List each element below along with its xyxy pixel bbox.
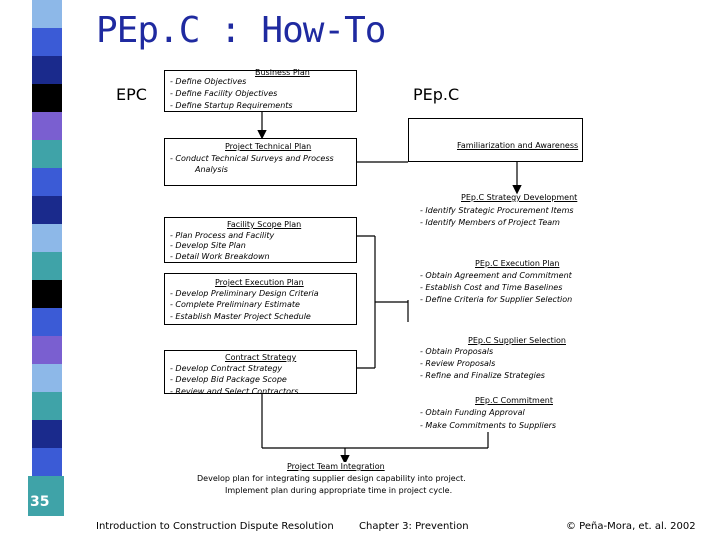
project-execution-plan-title: Project Execution Plan: [215, 278, 304, 287]
supplier-selection-title: PEp.C Supplier Selection: [468, 336, 566, 345]
strip-square: [32, 308, 62, 336]
strip-square: [32, 112, 62, 140]
project-execution-plan-line: - Develop Preliminary Design Criteria: [170, 289, 319, 298]
business-plan-line: - Define Objectives: [170, 77, 247, 86]
project-technical-plan-line: - Conduct Technical Surveys and Process: [170, 154, 334, 163]
strategy-development-line: - Identify Strategic Procurement Items: [420, 206, 574, 215]
contract-strategy-line: - Review and Select Contractors: [170, 387, 299, 396]
business-plan-line: - Define Facility Objectives: [170, 89, 278, 98]
strip-square: [32, 84, 62, 112]
business-plan-box: Business Plan - Define Objectives - Defi…: [164, 68, 357, 112]
project-execution-plan-line: - Complete Preliminary Estimate: [170, 300, 300, 309]
business-plan-title: Business Plan: [255, 68, 310, 77]
contract-strategy-line: - Develop Bid Package Scope: [170, 375, 287, 384]
project-execution-plan-box: Project Execution Plan - Develop Prelimi…: [164, 273, 357, 325]
facility-scope-plan-title: Facility Scope Plan: [227, 220, 302, 229]
strip-square: [32, 252, 62, 280]
familiarization-box: Familiarization and Awareness: [408, 118, 583, 162]
facility-scope-plan-line: - Develop Site Plan: [170, 241, 246, 250]
strip-square: [32, 280, 62, 308]
strategy-development-title: PEp.C Strategy Development: [461, 193, 578, 202]
facility-scope-plan-line: - Detail Work Breakdown: [170, 252, 270, 261]
business-plan-line: - Define Startup Requirements: [170, 101, 293, 110]
project-team-integration-title: Project Team Integration: [287, 462, 385, 471]
strip-square: [32, 420, 62, 448]
supplier-selection-line: - Refine and Finalize Strategies: [420, 371, 545, 380]
strip-square: [32, 196, 62, 224]
strip-square: [32, 28, 62, 56]
project-technical-plan-line: Analysis: [195, 165, 228, 174]
execution-plan-line: - Define Criteria for Supplier Selection: [420, 295, 573, 304]
strip-square: [32, 448, 62, 476]
project-team-integration-box: Project Team Integration Develop plan fo…: [185, 462, 503, 504]
commitment-title: PEp.C Commitment: [475, 396, 553, 405]
strip-square: [32, 168, 62, 196]
strip-square: [28, 476, 64, 516]
epc-label: EPC: [116, 85, 147, 104]
supplier-selection-line: - Obtain Proposals: [420, 347, 494, 356]
project-technical-plan-title: Project Technical Plan: [225, 142, 312, 151]
strip-square: [32, 140, 62, 168]
footer-copyright: © Peña-Mora, et. al. 2002: [566, 521, 696, 532]
strip-square: [32, 224, 62, 252]
commitment-line: - Make Commitments to Suppliers: [420, 421, 557, 430]
execution-plan-line: - Obtain Agreement and Commitment: [420, 271, 572, 280]
pepc-label: PEp.C: [413, 85, 460, 104]
familiarization-title: Familiarization and Awareness: [457, 141, 579, 150]
project-team-integration-line: Implement plan during appropriate time i…: [225, 486, 453, 495]
footer-course: Introduction to Construction Dispute Res…: [96, 521, 334, 532]
facility-scope-plan-box: Facility Scope Plan - Plan Process and F…: [164, 217, 357, 263]
commitment-line: - Obtain Funding Approval: [420, 408, 525, 417]
supplier-selection-line: - Review Proposals: [420, 359, 496, 368]
project-technical-plan-box: Project Technical Plan - Conduct Technic…: [164, 138, 357, 186]
project-team-integration-line: Develop plan for integrating supplier de…: [197, 474, 466, 483]
slide-title: PEp.C : How-To: [96, 10, 386, 51]
execution-plan-line: - Establish Cost and Time Baselines: [420, 283, 563, 292]
strategy-development-line: - Identify Members of Project Team: [420, 218, 560, 227]
execution-plan-title: PEp.C Execution Plan: [475, 259, 560, 268]
contract-strategy-title: Contract Strategy: [225, 353, 297, 362]
strip-square: [32, 56, 62, 84]
footer-chapter: Chapter 3: Prevention: [359, 521, 469, 532]
project-execution-plan-line: - Establish Master Project Schedule: [170, 312, 311, 321]
contract-strategy-box: Contract Strategy - Develop Contract Str…: [164, 350, 357, 396]
strip-square: [32, 336, 62, 364]
strip-square: [32, 0, 62, 28]
page-number: 35: [30, 494, 50, 510]
contract-strategy-line: - Develop Contract Strategy: [170, 364, 283, 373]
strip-square: [32, 392, 62, 420]
strip-square: [32, 364, 62, 392]
decorative-strip: [0, 0, 72, 540]
facility-scope-plan-line: - Plan Process and Facility: [170, 231, 275, 240]
